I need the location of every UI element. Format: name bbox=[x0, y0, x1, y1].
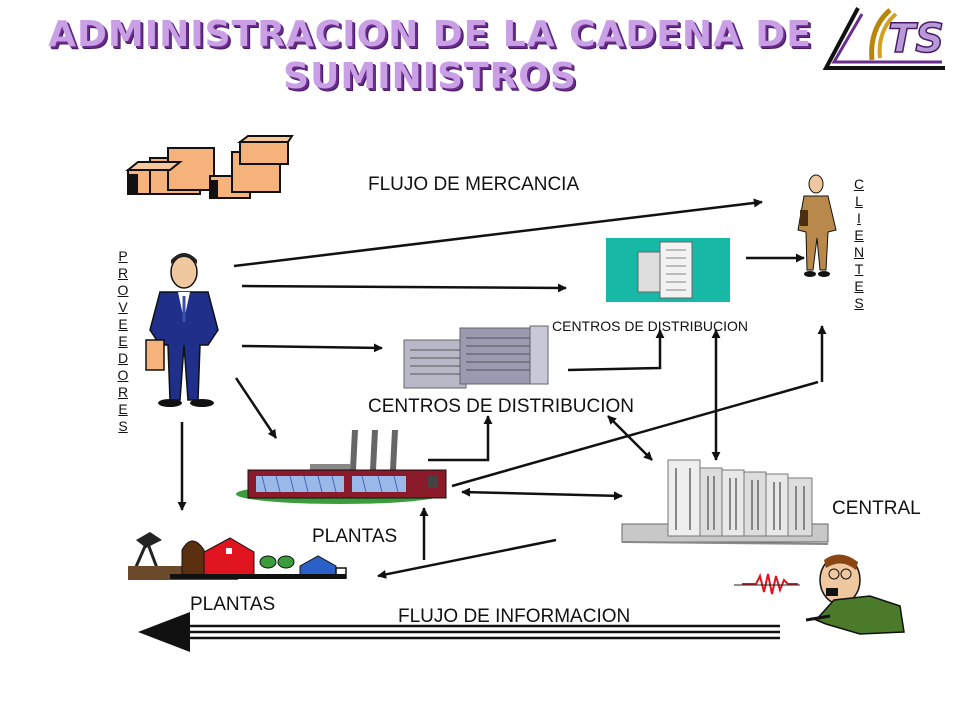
boxes-icon bbox=[125, 135, 294, 199]
client-person-icon bbox=[797, 174, 837, 277]
label-centros-distribucion: CENTROS DE DISTRIBUCION bbox=[368, 396, 635, 417]
flow-arrows bbox=[177, 198, 827, 579]
information-flow-arrow bbox=[138, 612, 780, 652]
line-factory-to-clients bbox=[451, 380, 819, 488]
arrow-dc-large-central bbox=[607, 415, 653, 461]
supplier-person-icon bbox=[145, 253, 219, 407]
arrow-supplier-to-factory bbox=[234, 377, 278, 439]
arrow-factory-central bbox=[461, 487, 623, 501]
label-flujo-mercancia: FLUJO DE MERCANCIA bbox=[368, 174, 580, 195]
central-building-windows bbox=[675, 468, 805, 530]
slide-title: ADMINISTRACION DE LA CADENA DE SUMINISTR… bbox=[20, 14, 840, 98]
factory-icon bbox=[236, 430, 447, 504]
arrow-dc-large-to-dc-small bbox=[567, 329, 665, 372]
logo: TS bbox=[822, 7, 945, 70]
title-line-2: SUMINISTROS bbox=[283, 56, 577, 97]
logo-text: TS bbox=[888, 16, 944, 62]
farm-icon bbox=[128, 532, 347, 580]
arrow-supplier-to-dc-large bbox=[241, 343, 383, 353]
label-flujo-informacion: FLUJO DE INFORMACION bbox=[398, 606, 631, 627]
distribution-center-large-icon bbox=[403, 325, 549, 389]
label-central: CENTRAL bbox=[832, 498, 921, 519]
phone-person-icon bbox=[734, 554, 905, 635]
arrow-factory-to-dc-large bbox=[428, 415, 493, 462]
label-plantas-upper: PLANTAS bbox=[312, 526, 398, 547]
arrow-central-to-farm bbox=[377, 538, 557, 579]
distribution-center-small-icon bbox=[606, 238, 730, 302]
title-line-1: ADMINISTRACION DE LA CADENA DE bbox=[48, 14, 812, 55]
central-building-icon bbox=[621, 459, 829, 545]
arrow-supplier-to-dc-small bbox=[241, 283, 567, 293]
label-plantas-lower: PLANTAS bbox=[190, 594, 276, 615]
label-centros-distribucion-small: CENTROS DE DISTRIBUCION bbox=[552, 318, 749, 334]
arrow-supplier-to-clients bbox=[233, 198, 763, 268]
